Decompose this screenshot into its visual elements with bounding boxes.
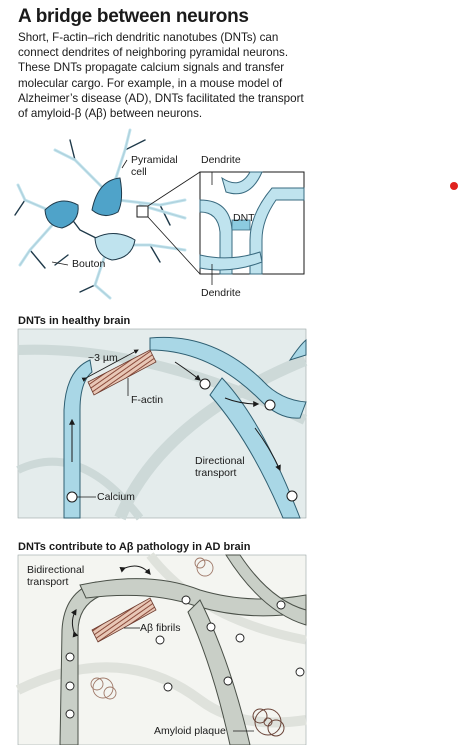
bidirectional-label-line2: transport	[27, 576, 69, 588]
directional-transport-label: Directional	[195, 455, 245, 467]
healthy-brain-panel	[16, 328, 308, 521]
dnt-zoom-box	[199, 171, 305, 285]
pyramidal-cell-label-line2: cell	[131, 166, 147, 178]
pyramidal-cell-label: Pyramidal	[131, 154, 178, 166]
healthy-brain-heading: DNTs in healthy brain	[18, 315, 131, 327]
intro-line: molecular cargo. For example, in a mouse…	[18, 76, 283, 90]
neuron-overview	[14, 128, 201, 300]
bidirectional-label: Bidirectional	[27, 564, 85, 576]
intro-line: of amyloid-β (Aβ) between neurons.	[18, 107, 203, 121]
calcium-label: Calcium	[97, 491, 135, 503]
amyloid-plaque-label: Amyloid plaque	[154, 725, 226, 737]
intro-line: Short, F-actin–rich dendritic nanotubes …	[18, 31, 279, 44]
intro-line: Alzheimer’s disease (AD), DNTs facilitat…	[18, 91, 304, 105]
dnt-label: DNT	[233, 212, 255, 224]
bouton-label: Bouton	[72, 258, 106, 270]
ad-brain-heading: DNTs contribute to Aβ pathology in AD br…	[18, 541, 251, 553]
red-marker-dot	[450, 182, 458, 190]
ad-brain-panel	[15, 552, 307, 745]
dendrite-top-label: Dendrite	[201, 154, 241, 166]
length-label: ~3 µm	[88, 352, 118, 364]
f-actin-label: F-actin	[131, 394, 164, 406]
figure-title: A bridge between neurons	[18, 6, 249, 27]
intro-line: These DNTs propagate calcium signals and…	[18, 61, 285, 75]
intro-text: Short, F-actin–rich dendritic nanotubes …	[18, 30, 310, 121]
dendrite-bottom-label: Dendrite	[201, 287, 241, 299]
directional-transport-label-line2: transport	[195, 467, 237, 479]
abeta-fibrils-label: Aβ fibrils	[140, 622, 181, 634]
intro-line: connect dendrites of neighboring pyramid…	[18, 46, 289, 60]
